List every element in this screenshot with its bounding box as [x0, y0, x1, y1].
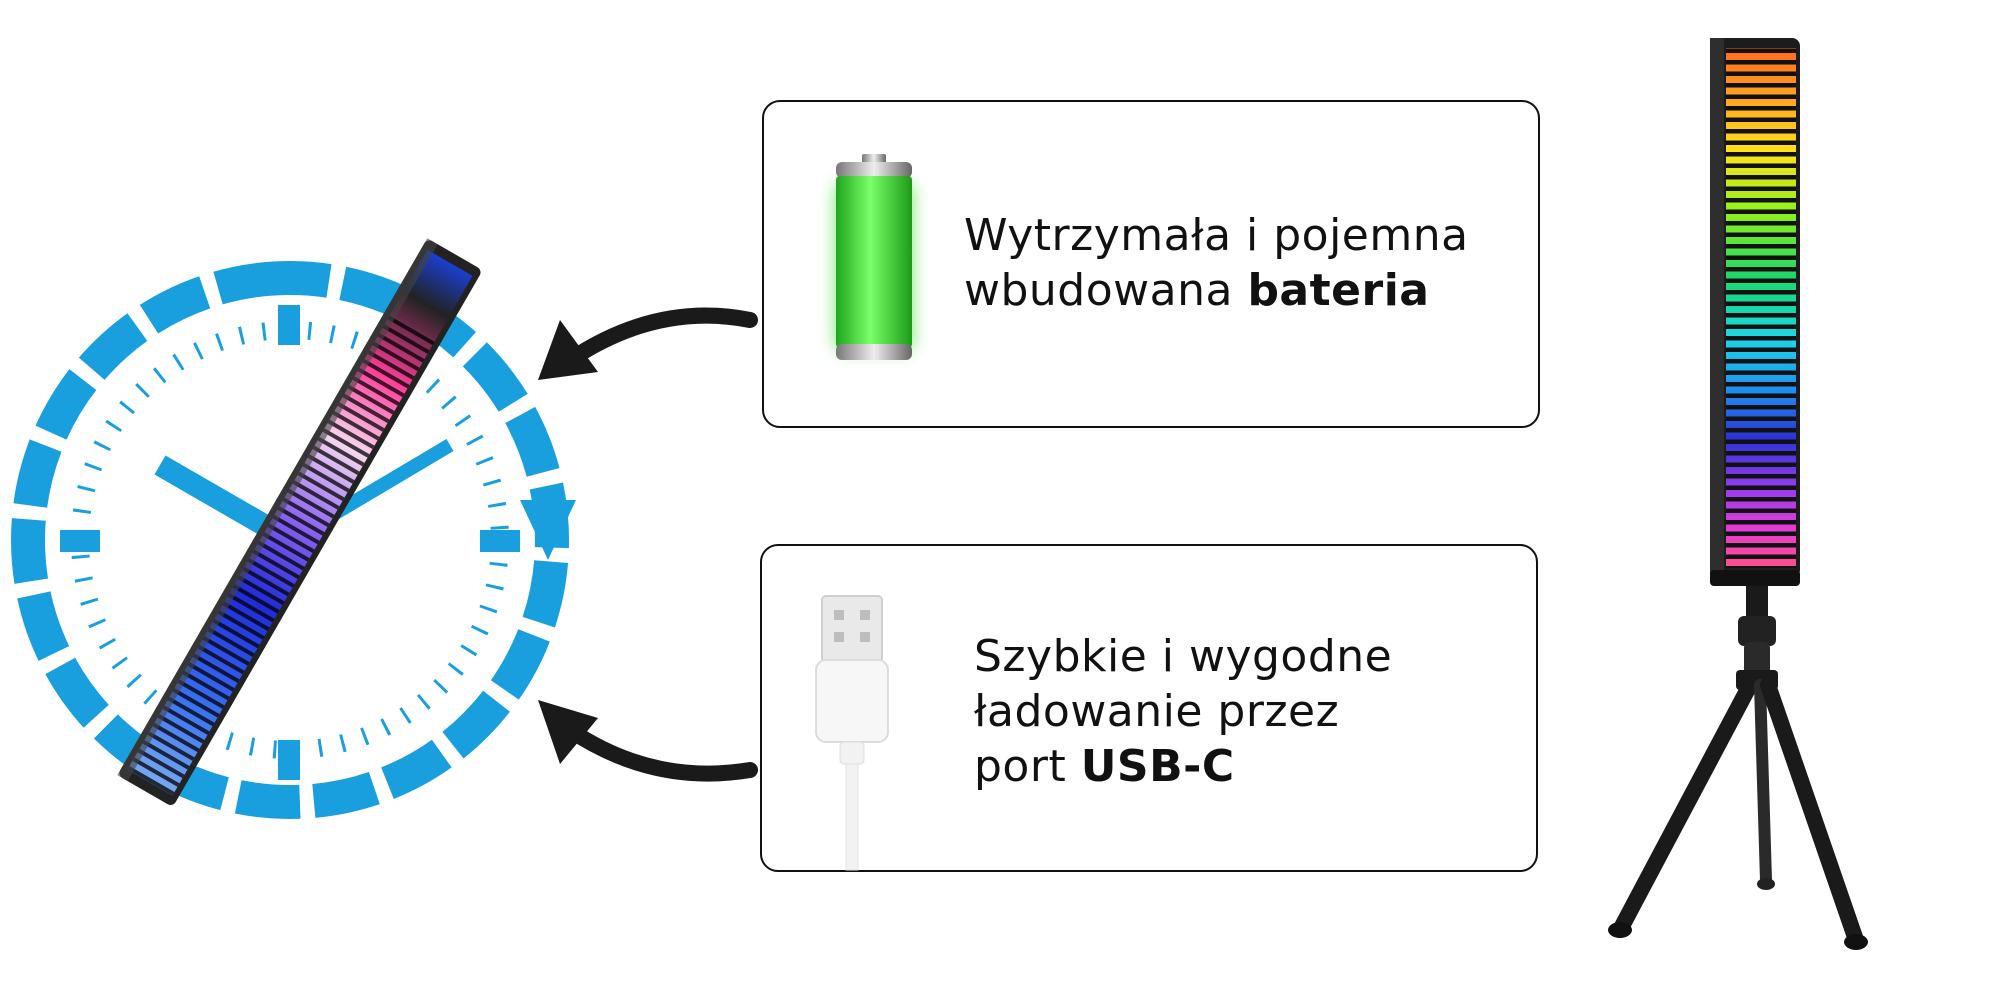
clock-illustration [11, 238, 576, 819]
usb-feature-card: Szybkie i wygodne ładowanie przez port U… [760, 544, 1538, 872]
curved-arrow-icon [538, 700, 758, 782]
battery-bold-word: bateria [1247, 265, 1430, 316]
battery-line-2: wbudowana bateria [964, 265, 1430, 316]
usb-line-2: ładowanie przez [974, 686, 1340, 737]
led-bar-tripod [1608, 38, 1868, 950]
usb-bold-word: USB-C [1080, 741, 1235, 792]
usb-plug-icon [815, 595, 889, 871]
battery-line-1: Wytrzymała i pojemna [964, 210, 1469, 261]
battery-icon [834, 154, 914, 360]
battery-feature-card: Wytrzymała i pojemna wbudowana bateria [762, 100, 1540, 428]
usb-line-3: port USB-C [974, 741, 1235, 792]
curved-arrow-icon [538, 307, 758, 380]
led-bar-rotated [117, 238, 481, 805]
usb-feature-text: Szybkie i wygodne ładowanie przez port U… [974, 629, 1392, 794]
usb-line-1: Szybkie i wygodne [974, 631, 1393, 682]
clock-rotate-arrow-icon [520, 500, 576, 560]
battery-feature-text: Wytrzymała i pojemna wbudowana bateria [964, 208, 1469, 318]
clock-hour-markers [60, 305, 520, 780]
